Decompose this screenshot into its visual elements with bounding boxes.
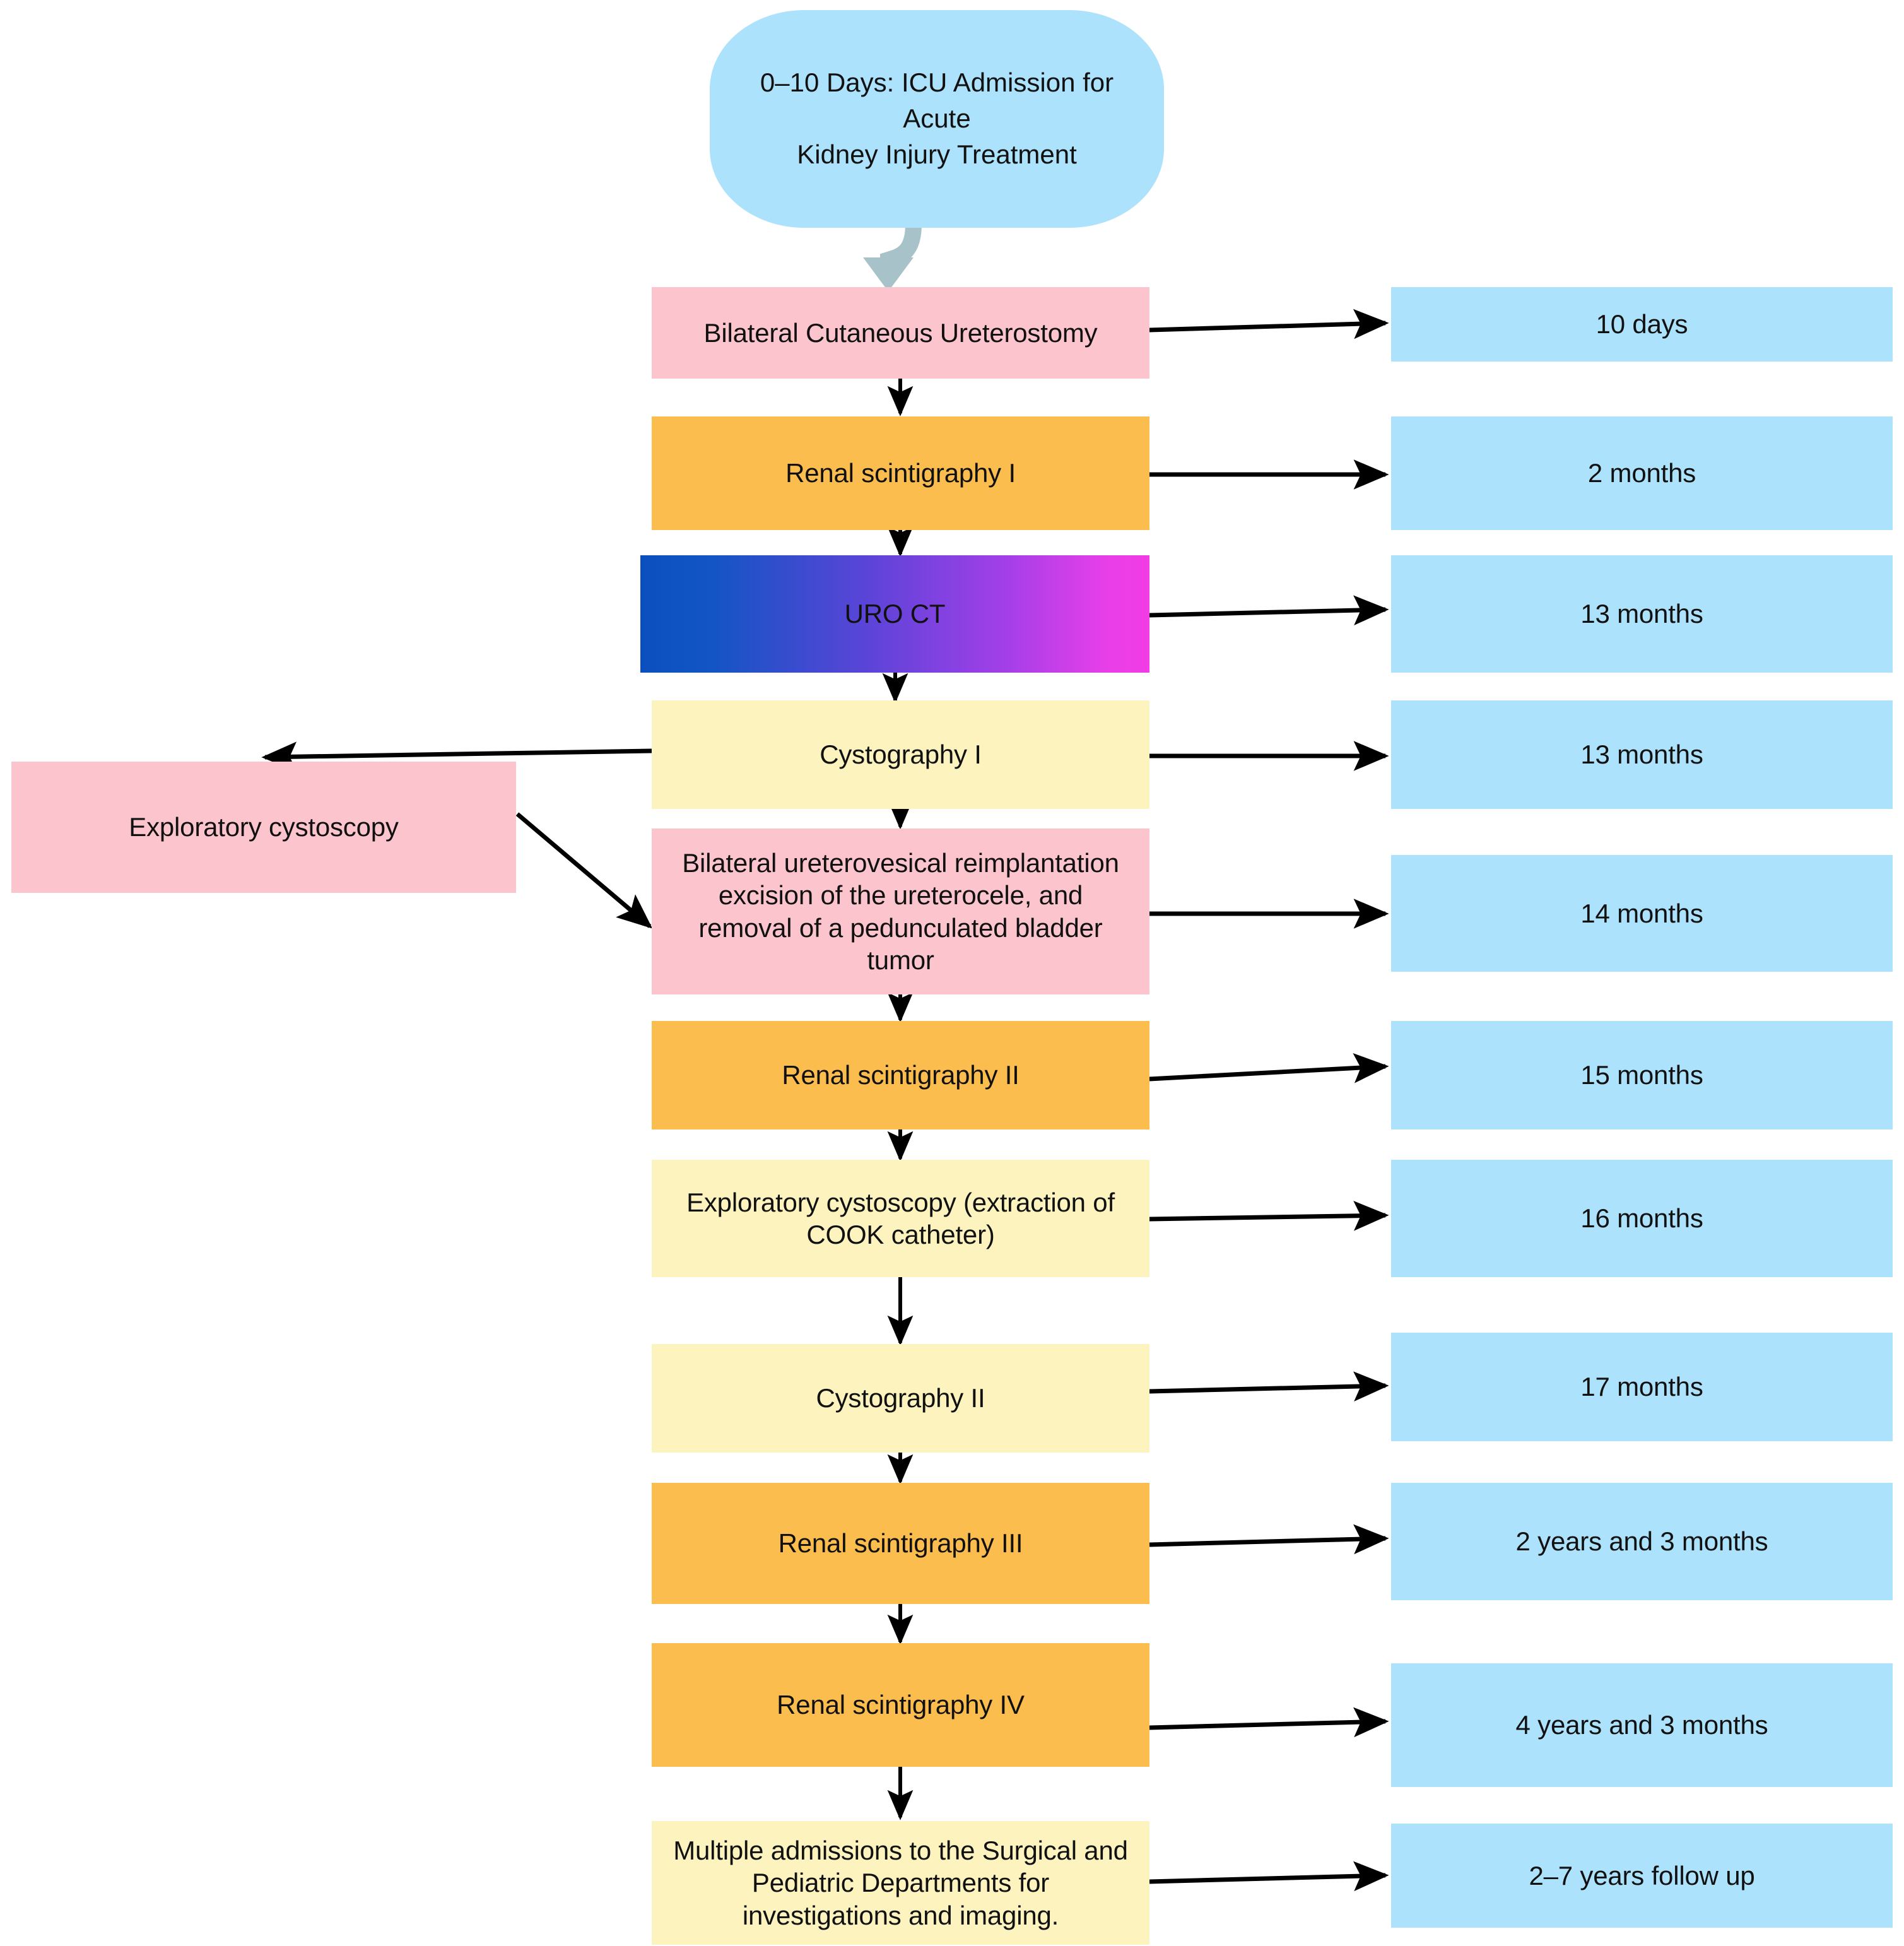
icu-admission-callout: 0–10 Days: ICU Admission for Acute Kidne… bbox=[710, 10, 1164, 228]
step-node-bilateral-ureterovesical-reimplantation[interactable]: Bilateral ureterovesical reimplantation … bbox=[652, 829, 1149, 994]
timepoint-node-2-years-3-months[interactable]: 2 years and 3 months bbox=[1391, 1483, 1893, 1600]
step-node-renal-scintigraphy-ii[interactable]: Renal scintigraphy II bbox=[652, 1021, 1149, 1129]
step-node-multiple-admissions[interactable]: Multiple admissions to the Surgical and … bbox=[652, 1821, 1149, 1945]
timepoint-node-13-months-a[interactable]: 13 months bbox=[1391, 555, 1893, 673]
step-node-uro-ct[interactable]: URO CT bbox=[640, 555, 1149, 673]
side-node-exploratory-cystoscopy[interactable]: Exploratory cystoscopy bbox=[11, 762, 516, 893]
timepoint-node-2-months[interactable]: 2 months bbox=[1391, 416, 1893, 530]
step-node-renal-scintigraphy-i[interactable]: Renal scintigraphy I bbox=[652, 416, 1149, 530]
timepoint-node-10-days[interactable]: 10 days bbox=[1391, 287, 1893, 362]
step-node-bilateral-cutaneous-ureterostomy[interactable]: Bilateral Cutaneous Ureterostomy bbox=[652, 287, 1149, 379]
step-node-exploratory-cystoscopy-cook-catheter[interactable]: Exploratory cystoscopy (extraction of CO… bbox=[652, 1160, 1149, 1277]
timepoint-arrows bbox=[1149, 309, 1389, 1892]
timepoint-node-16-months[interactable]: 16 months bbox=[1391, 1160, 1893, 1277]
timepoint-node-15-months[interactable]: 15 months bbox=[1391, 1021, 1893, 1129]
step-node-cystography-ii[interactable]: Cystography II bbox=[652, 1344, 1149, 1453]
step-node-cystography-i[interactable]: Cystography I bbox=[652, 700, 1149, 809]
timepoint-node-2-7-years-follow-up[interactable]: 2–7 years follow up bbox=[1391, 1824, 1893, 1928]
cystography-to-cystoscopy-arrow bbox=[261, 741, 652, 772]
callout-tail-arrow bbox=[863, 216, 922, 292]
cystoscopy-to-reimplantation-arrow bbox=[515, 812, 653, 929]
timepoint-node-17-months[interactable]: 17 months bbox=[1391, 1333, 1893, 1441]
timepoint-node-14-months[interactable]: 14 months bbox=[1391, 855, 1893, 972]
timepoint-node-4-years-3-months[interactable]: 4 years and 3 months bbox=[1391, 1663, 1893, 1787]
step-node-renal-scintigraphy-iv[interactable]: Renal scintigraphy IV bbox=[652, 1643, 1149, 1767]
timepoint-node-13-months-b[interactable]: 13 months bbox=[1391, 700, 1893, 809]
step-node-renal-scintigraphy-iii[interactable]: Renal scintigraphy III bbox=[652, 1483, 1149, 1604]
